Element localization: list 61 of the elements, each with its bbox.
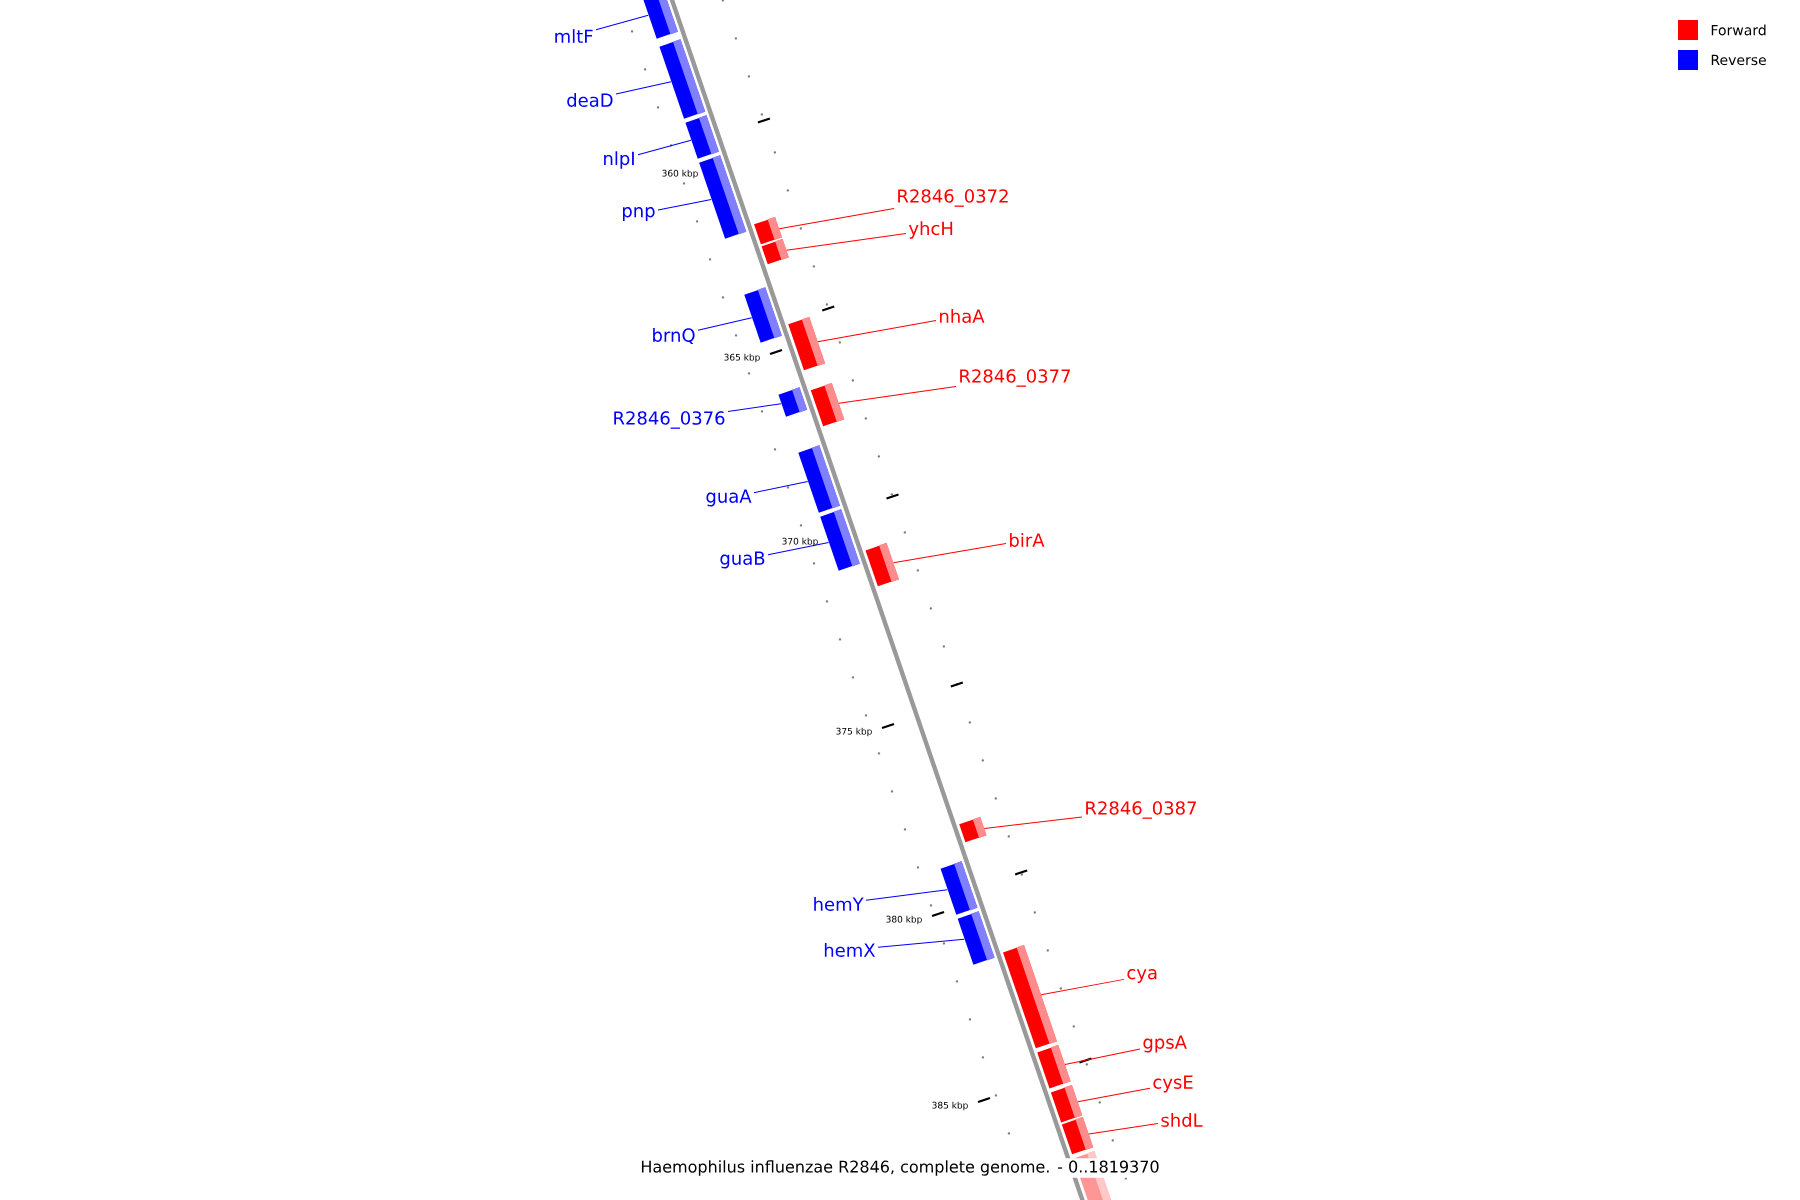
gene-label: deaD — [567, 93, 613, 107]
leader-line — [1077, 1087, 1151, 1103]
gene-label: mltF — [555, 29, 593, 43]
gene-label: hemX — [824, 943, 876, 957]
gene-label: brnQ — [653, 328, 695, 344]
gene-block — [820, 509, 860, 571]
leader-line — [615, 81, 672, 95]
gene-label: shdL — [1161, 1113, 1203, 1127]
leader-line — [892, 543, 1007, 564]
caption: Haemophilus influenzae R2846, complete genome. - 0..1819370 — [638, 1158, 1162, 1178]
gene-label: guaA — [706, 489, 752, 507]
gene-label: cysE — [1153, 1075, 1193, 1093]
gene-block — [810, 382, 845, 427]
gene-block — [699, 155, 747, 239]
gene-block — [754, 216, 783, 245]
gene-label: yhcH — [908, 221, 953, 239]
leader-line — [877, 938, 965, 948]
gene-label: R2846_0377 — [960, 369, 1070, 387]
leader-line — [697, 317, 753, 331]
gene-block — [940, 861, 978, 915]
gene-block — [798, 445, 841, 513]
gene-block — [957, 911, 995, 965]
gene-label: birA — [1010, 533, 1045, 547]
leader-line — [637, 139, 692, 156]
leader-line — [983, 816, 1083, 829]
leader-line — [1040, 978, 1125, 996]
gene-block — [1061, 1116, 1094, 1155]
leader-line — [595, 14, 649, 31]
gene-label: R2846_0372 — [898, 189, 1008, 207]
leader-line — [657, 198, 712, 211]
gene-label: hemY — [814, 897, 864, 911]
gene-block — [641, 0, 679, 39]
gene-label: nlpI — [604, 151, 634, 169]
gene-label: R2846_0376 — [614, 411, 725, 429]
leader-line — [817, 320, 937, 343]
gene-block — [865, 542, 900, 587]
leader-line — [786, 233, 907, 251]
gene-block — [1037, 1044, 1071, 1089]
gene-block — [1003, 944, 1058, 1049]
gene-block — [959, 816, 987, 843]
gene-label: guaB — [720, 551, 765, 569]
leader-line — [767, 541, 830, 556]
gene-block — [744, 287, 782, 343]
leader-line — [778, 207, 895, 230]
gene-block — [788, 316, 826, 371]
gene-block — [1050, 1084, 1083, 1123]
leader-line — [1088, 1123, 1159, 1135]
leader-line — [838, 385, 957, 404]
gene-block — [761, 238, 790, 265]
gene-label: nhaA — [940, 309, 985, 323]
leader-line — [1064, 1048, 1141, 1065]
gene-block — [659, 39, 706, 119]
gene-label: gpsA — [1143, 1035, 1187, 1053]
gene-label: cya — [1127, 969, 1157, 983]
leader-line — [865, 889, 948, 901]
gene-label: pnp — [623, 207, 655, 221]
leader-line — [753, 481, 809, 494]
gene-block — [778, 387, 808, 417]
leader-line — [727, 403, 782, 412]
gene-label: R2846_0387 — [1086, 801, 1196, 819]
gene-block — [685, 115, 720, 159]
